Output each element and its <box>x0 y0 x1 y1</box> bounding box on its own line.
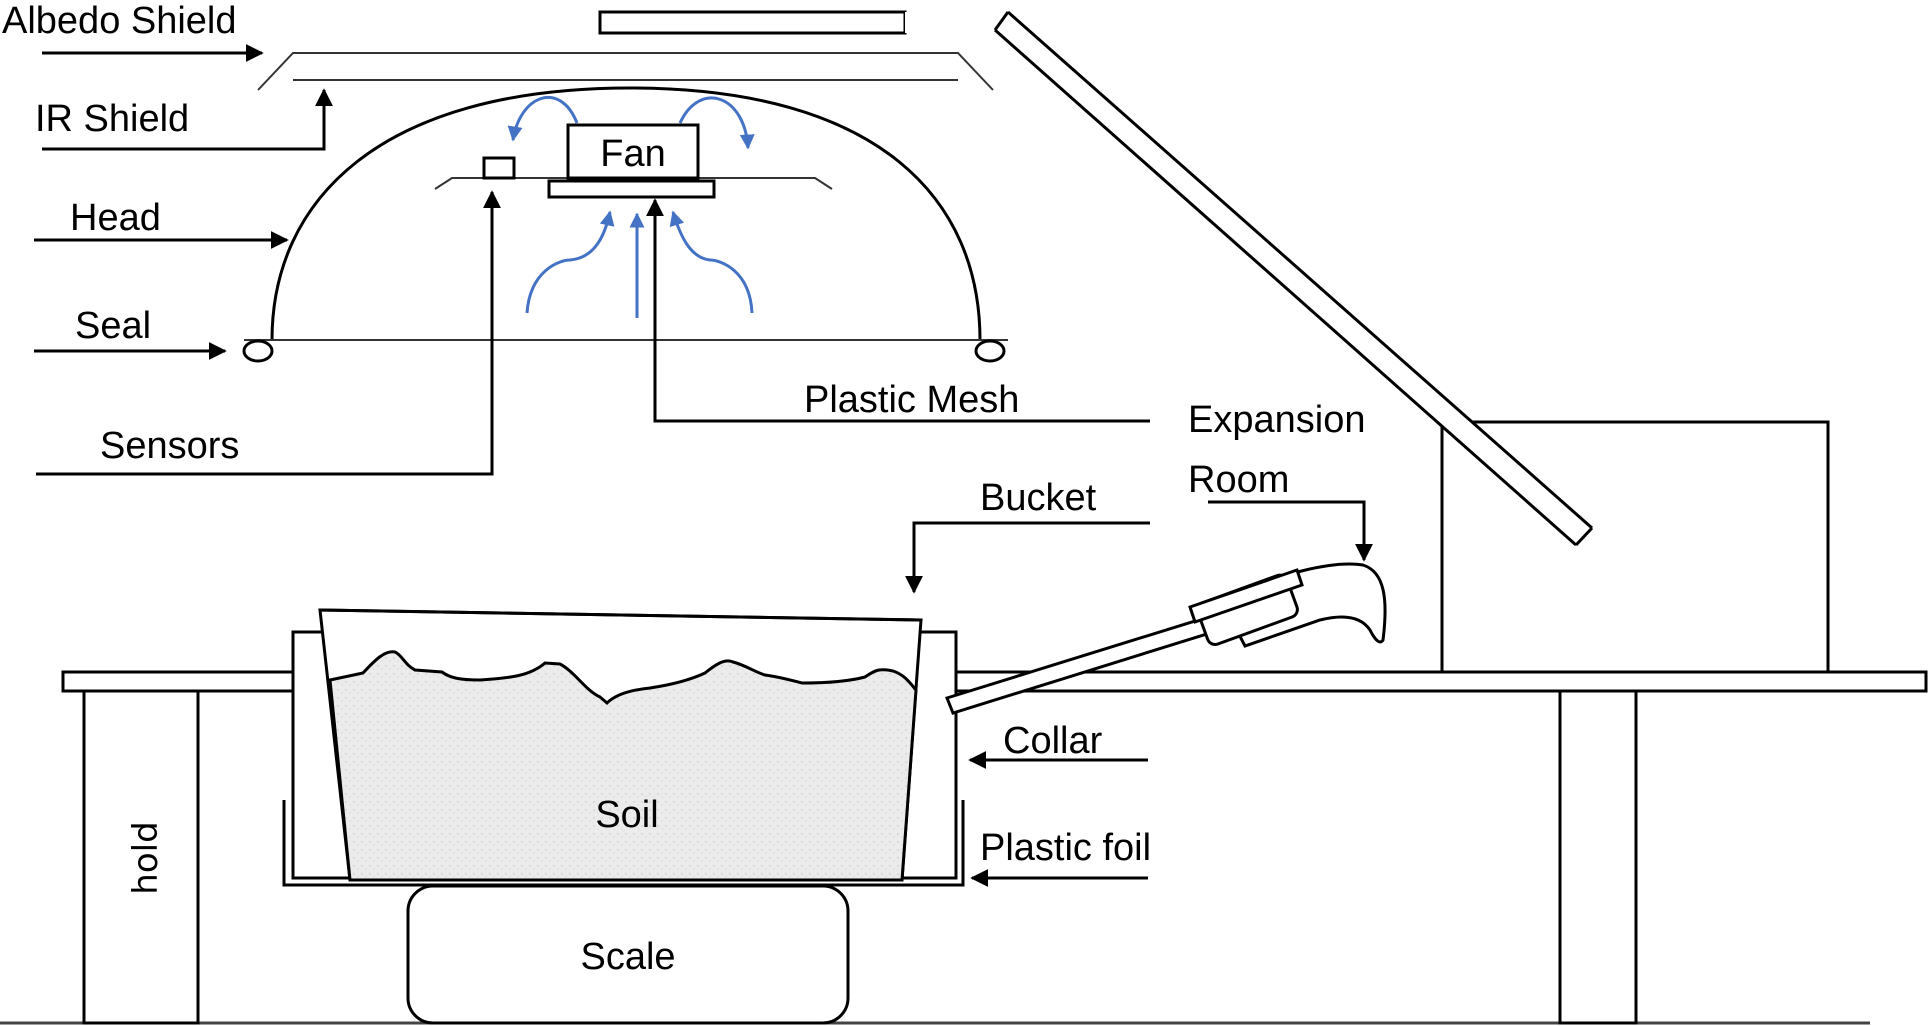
plastic-mesh-arrow <box>646 198 1150 423</box>
head-label: Head <box>70 197 161 239</box>
bucket-arrow <box>905 521 1150 594</box>
fan-box <box>566 123 700 180</box>
seal-left <box>242 339 274 363</box>
airflow-out-left <box>507 95 579 142</box>
seal-label: Seal <box>75 305 151 347</box>
expansion-room-label-line1: Expansion <box>1188 399 1365 441</box>
hold-post-left: hold <box>82 689 200 1025</box>
expansion-room-arrow <box>1208 500 1373 562</box>
albedo-shield-board <box>598 10 1594 547</box>
chamber-head-dome <box>270 86 982 341</box>
sensors-label: Sensors <box>100 425 239 467</box>
scale <box>406 884 850 1025</box>
expansion-room-label-line2: Room <box>1188 459 1289 501</box>
hold-left-label: hold <box>126 821 166 894</box>
airflow-in-left <box>525 210 615 314</box>
airflow-arrows <box>507 95 755 318</box>
plastic-mesh-label: Plastic Mesh <box>804 379 1019 421</box>
plastic-mesh <box>547 179 716 199</box>
sensors-arrow <box>36 190 501 476</box>
fan-label: Fan <box>600 133 665 175</box>
bucket: Soil <box>318 608 923 882</box>
ir-shield-label: IR Shield <box>35 98 189 140</box>
soil <box>328 650 918 882</box>
airflow-out-right <box>678 96 755 150</box>
collar-label: Collar <box>1003 720 1103 762</box>
expansion-bag <box>1188 562 1387 648</box>
albedo-shield <box>257 52 994 91</box>
bucket-label: Bucket <box>980 477 1097 519</box>
soil-label: Soil <box>595 794 658 836</box>
airflow-in-right <box>669 210 754 314</box>
scale-label: Scale <box>580 936 675 978</box>
albedo-shield-label: Albedo Shield <box>2 0 237 42</box>
sensor-box <box>482 156 516 180</box>
plastic-foil-label: Plastic foil <box>980 827 1151 869</box>
seal-right <box>974 339 1006 363</box>
hold-post-right-body <box>1558 689 1638 1025</box>
ir-shield-arrow <box>42 88 333 151</box>
